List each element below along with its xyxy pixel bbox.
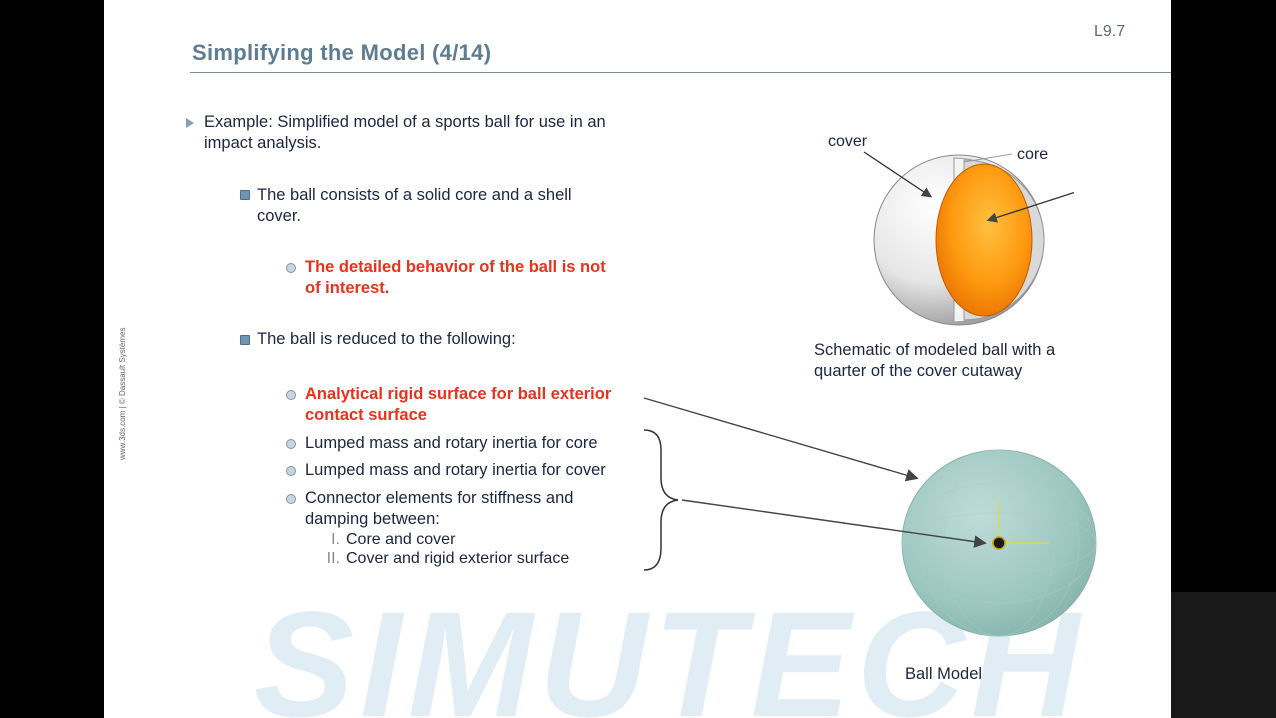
square-bullet-icon	[240, 335, 250, 345]
note-detailed-behavior-line2: of interest.	[305, 279, 390, 297]
note-detailed-behavior-line1: The detailed behavior of the ball is not	[305, 258, 606, 276]
circle-bullet-icon	[286, 494, 296, 504]
ball-model-figure	[901, 449, 1097, 637]
slide: SIMUTECH L9.7 Simplifying the Model (4/1…	[104, 0, 1171, 718]
page-number: L9.7	[1094, 23, 1126, 40]
note-detailed-behavior: The detailed behavior of the ball is not…	[305, 257, 606, 299]
roman-numeral-2: II.	[326, 550, 340, 567]
label-cover: cover	[828, 133, 868, 150]
reference-node-dot	[992, 536, 1006, 550]
cutaway-ball-figure	[863, 151, 1074, 326]
ball-core-shape	[935, 163, 1033, 317]
sub-bullet-ball-consists-line2: cover.	[257, 207, 302, 225]
bullet-example-line1: Example: Simplified model of a sports ba…	[204, 113, 606, 131]
item-analytical-rigid-surface: Analytical rigid surface for ball exteri…	[305, 384, 611, 426]
triangle-bullet-icon	[186, 118, 194, 128]
circle-bullet-icon	[286, 439, 296, 449]
brace-to-node-arrow	[681, 499, 987, 548]
rigid-surface-arrow	[643, 397, 919, 482]
figure-caption-ball-model: Ball Model	[905, 665, 983, 683]
item-analytical-rigid-surface-line1: Analytical rigid surface for ball exteri…	[305, 385, 612, 403]
figure-caption-cutaway-line1: Schematic of modeled ball with a	[814, 341, 1056, 359]
sub-bullet-ball-reduced: The ball is reduced to the following:	[257, 330, 516, 348]
roman-numeral-1: I.	[331, 531, 340, 548]
figure-caption-cutaway: Schematic of modeled ball with a quarter…	[814, 340, 1055, 382]
item-connector-elements-line2: damping between:	[305, 510, 440, 528]
roman-item-1-text: Core and cover	[346, 531, 456, 548]
cover-arrow	[863, 151, 933, 198]
roman-item-1: I. Core and cover	[318, 531, 455, 549]
figure-caption-cutaway-line2: quarter of the cover cutaway	[814, 362, 1023, 380]
title-underline	[190, 72, 1171, 73]
curly-brace-shape	[643, 429, 679, 571]
square-bullet-icon	[240, 190, 250, 200]
bullet-example: Example: Simplified model of a sports ba…	[204, 112, 606, 154]
roman-item-2: II. Cover and rigid exterior surface	[318, 550, 570, 568]
item-analytical-rigid-surface-line2: contact surface	[305, 406, 427, 424]
item-connector-elements: Connector elements for stiffness and dam…	[305, 488, 573, 530]
circle-bullet-icon	[286, 390, 296, 400]
core-arrow	[986, 191, 1074, 223]
sub-bullet-ball-consists-line1: The ball consists of a solid core and a …	[257, 186, 572, 204]
dark-overlay-corner	[1171, 592, 1276, 718]
sub-bullet-ball-consists: The ball consists of a solid core and a …	[257, 185, 572, 227]
item-connector-elements-line1: Connector elements for stiffness and	[305, 489, 574, 507]
circle-bullet-icon	[286, 466, 296, 476]
circle-bullet-icon	[286, 263, 296, 273]
bullet-example-line2: impact analysis.	[204, 134, 322, 152]
annotation-arrows	[643, 397, 987, 571]
item-lumped-mass-core: Lumped mass and rotary inertia for core	[305, 434, 598, 452]
label-core: core	[1017, 146, 1049, 163]
slide-title: Simplifying the Model (4/14)	[192, 40, 492, 65]
roman-item-2-text: Cover and rigid exterior surface	[346, 550, 570, 567]
item-lumped-mass-cover: Lumped mass and rotary inertia for cover	[305, 461, 606, 479]
